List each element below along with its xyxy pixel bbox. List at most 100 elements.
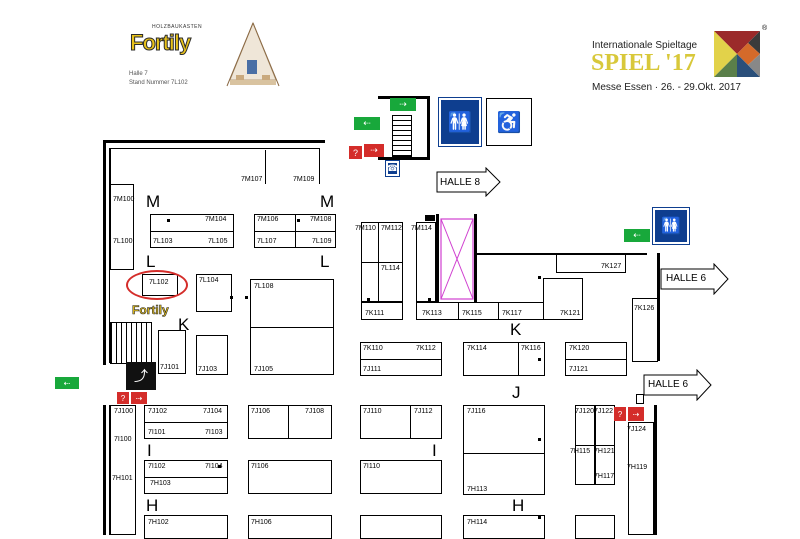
row-letter: L — [146, 252, 156, 271]
stand-block-m-top[interactable] — [110, 148, 320, 184]
stand-marker — [297, 219, 300, 222]
stand-label: 7H117 — [594, 473, 615, 480]
stand-label: 7K127 — [601, 263, 622, 270]
stand-7k111[interactable] — [361, 302, 403, 320]
stand-label: 7J116 — [467, 408, 486, 415]
stand-logo: Fortily — [132, 303, 169, 318]
stand-label: 7K115 — [462, 310, 482, 317]
stand-7j110[interactable] — [360, 405, 442, 439]
stand-7l104[interactable] — [196, 274, 232, 312]
row-letter: M — [146, 192, 161, 211]
stand-7k121[interactable] — [543, 278, 583, 320]
halle8-label[interactable]: HALLE 8 — [440, 177, 481, 188]
stand-label: 7I100 — [114, 436, 132, 443]
stand-label: 7I103 — [205, 429, 223, 436]
stand-7j124[interactable] — [628, 422, 654, 535]
escalator-side — [474, 214, 477, 302]
event-line1: Internationale Spieltage — [592, 40, 698, 51]
stairs-icon — [110, 322, 152, 364]
stand-7h110[interactable] — [360, 515, 442, 539]
stand-label: 7M108 — [310, 216, 332, 223]
outer-wall-left-lower — [103, 405, 106, 535]
row-letter: H — [512, 496, 525, 515]
row-letter: I — [147, 441, 152, 460]
stand-label: 7J105 — [254, 366, 274, 373]
row-letter: M — [320, 192, 335, 211]
stand-divider — [144, 422, 228, 423]
registered-mark: ® — [762, 25, 768, 32]
stand-divider — [410, 405, 411, 439]
corridor-wall — [475, 253, 647, 255]
stand-7m107[interactable] — [236, 150, 266, 184]
stand-7j101[interactable] — [158, 330, 186, 374]
halle6-bottom-arrow — [643, 369, 712, 401]
stand-7j103[interactable] — [196, 335, 228, 375]
stand-7m100[interactable] — [110, 184, 134, 270]
stand-divider — [361, 262, 403, 263]
stand-7m114[interactable] — [416, 222, 436, 302]
stand-7i106[interactable] — [248, 460, 332, 494]
stand-divider — [360, 359, 442, 360]
stand-label: 7J111 — [363, 366, 382, 373]
stand-label: 7I106 — [251, 463, 269, 470]
stand-label: 7M104 — [205, 216, 227, 223]
event-line2: SPIEL '17 — [591, 50, 696, 76]
stand-7j100[interactable] — [110, 405, 136, 535]
stand-label: 7K121 — [560, 310, 581, 317]
stand-label: 7H121 — [594, 448, 615, 455]
emergency-exit-icon: ⇠ — [55, 377, 79, 389]
stand-label: 7H106 — [251, 519, 272, 526]
stand-label: 7H119 — [627, 464, 648, 471]
halle6-top-label[interactable]: HALLE 6 — [666, 273, 707, 284]
stand-divider — [463, 453, 545, 454]
right-wall-2 — [654, 405, 657, 535]
emergency-exit-icon: ⇠ — [354, 117, 380, 130]
halle6-top-arrow — [660, 263, 729, 295]
stand-marker — [538, 276, 541, 279]
stand-label: 7M100 — [113, 196, 135, 203]
stand-7j106[interactable] — [248, 405, 332, 439]
highlight-circle — [126, 270, 188, 300]
stand-label: 7M114 — [411, 225, 432, 232]
stand-label: 7J100 — [114, 408, 134, 415]
row-letter: L — [320, 252, 330, 271]
stand-7k127[interactable] — [556, 255, 626, 273]
stand-7k126[interactable] — [632, 298, 658, 362]
stand-label: 7I101 — [148, 429, 166, 436]
escalator-void — [440, 218, 474, 300]
stand-label: 7J102 — [148, 408, 168, 415]
halle6-bottom-label[interactable]: HALLE 6 — [648, 379, 689, 390]
stand-7i110[interactable] — [360, 460, 442, 494]
row-letter: K — [178, 315, 190, 334]
fire-extinguisher-icon: ? — [117, 392, 129, 404]
stand-label: 7J103 — [198, 366, 218, 373]
halle8-arrow — [436, 167, 501, 197]
stand-label: 7J122 — [594, 408, 614, 415]
stand-label: 7I110 — [363, 463, 380, 470]
stand-label: 7H113 — [467, 486, 488, 493]
stand-label: 7J112 — [414, 408, 433, 415]
stand-label: 7I102 — [148, 463, 166, 470]
stand-7j116[interactable] — [463, 405, 545, 495]
escalator-wall — [425, 215, 435, 221]
stand-label: 7L104 — [199, 277, 219, 284]
stand-label: 7K126 — [634, 305, 655, 312]
stand-divider — [575, 445, 595, 446]
stand-label: 7M107 — [241, 176, 263, 183]
stand-label: 7L109 — [312, 238, 332, 245]
hall-line: Halle 7 — [129, 71, 148, 77]
stand-marker — [245, 296, 248, 299]
stand-line: Stand Nummer 7L102 — [129, 80, 188, 86]
escalator-icon: ⤴ — [126, 362, 156, 390]
stand-label: 7J108 — [305, 408, 325, 415]
outer-wall-top — [103, 140, 325, 143]
stand-7h116[interactable] — [575, 515, 615, 539]
stand-label: 7M106 — [257, 216, 279, 223]
stand-label: 7L108 — [254, 283, 274, 290]
brand-small-text: HOLZBAUKASTEN — [152, 24, 203, 30]
stand-marker — [538, 516, 541, 519]
stand-divider — [288, 405, 289, 439]
stairwell-block — [378, 96, 430, 160]
stand-7k114[interactable] — [463, 342, 545, 376]
stand-marker — [167, 219, 170, 222]
